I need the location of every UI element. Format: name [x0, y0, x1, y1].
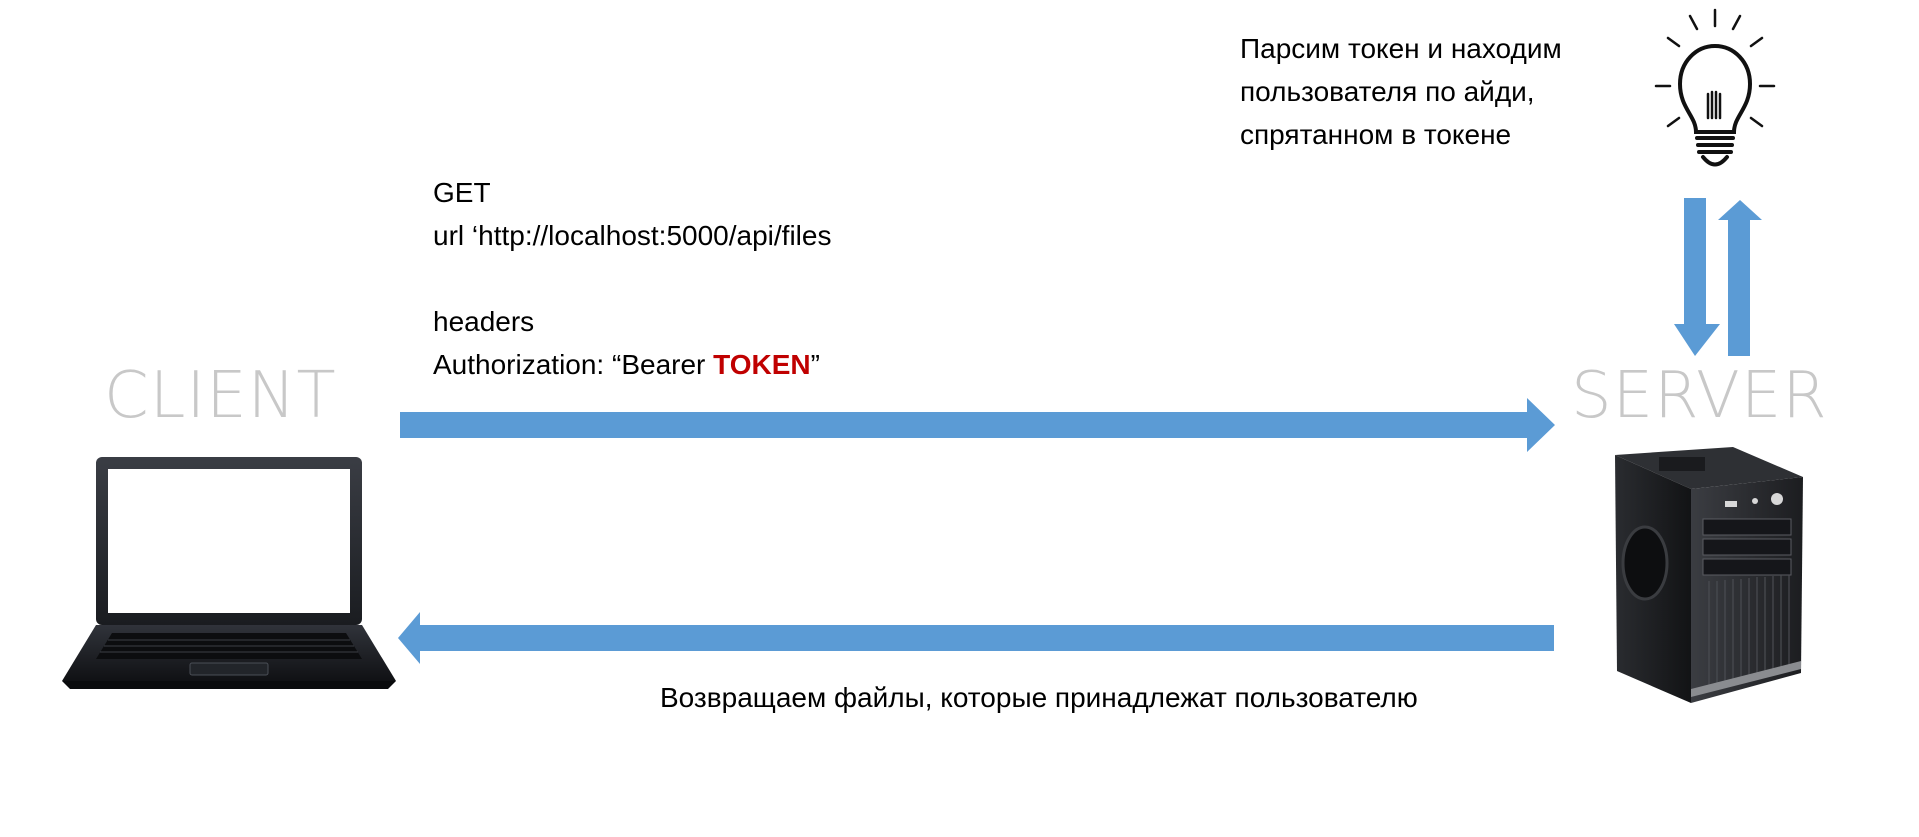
laptop-icon	[62, 457, 396, 689]
request-details: GET url ‘http://localhost:5000/api/files…	[433, 171, 831, 386]
request-url: url ‘http://localhost:5000/api/files	[433, 220, 832, 251]
server-note-line: спрятанном в токене	[1240, 119, 1512, 150]
server-note-line: Парсим токен и находим	[1240, 33, 1562, 64]
authorization-suffix: ”	[810, 349, 820, 380]
authorization-prefix: Authorization: “Bearer	[433, 349, 714, 380]
token-text: TOKEN	[713, 349, 811, 380]
client-label: CLIENT	[104, 359, 337, 433]
response-arrow	[398, 612, 1554, 664]
request-headers-title: headers	[433, 306, 535, 337]
response-text: Возвращаем файлы, которые принадлежат по…	[660, 682, 1418, 713]
server-process-up-arrow	[1718, 200, 1762, 356]
request-method: GET	[433, 177, 491, 208]
request-authorization: Authorization: “Bearer TOKEN”	[433, 343, 831, 386]
server-note-line: пользователя по айди,	[1240, 76, 1535, 107]
server-note: Парсим токен и находим пользователя по а…	[1240, 27, 1562, 156]
lightbulb-icon	[1654, 8, 1776, 167]
server-label: SERVER	[1571, 359, 1828, 433]
request-arrow	[400, 398, 1555, 452]
pc-tower-icon	[1615, 447, 1803, 703]
server-process-down-arrow	[1674, 198, 1720, 356]
